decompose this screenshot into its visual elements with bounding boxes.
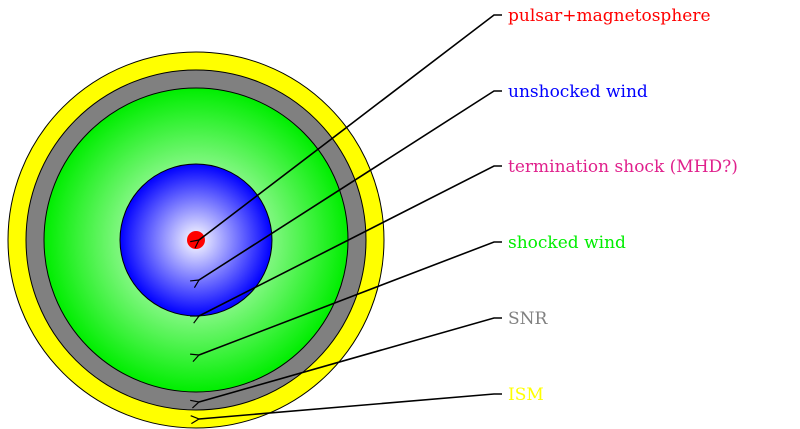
- shocked-wind-arrow: [199, 241, 502, 355]
- ism-arrow: [199, 393, 502, 419]
- snr-arrow: [199, 317, 502, 402]
- label-shocked-wind: shocked wind: [508, 233, 626, 253]
- label-unshocked-wind: unshocked wind: [508, 82, 648, 102]
- label-termination-shock: termination shock (MHD?): [508, 157, 738, 177]
- label-snr: SNR: [508, 309, 549, 329]
- unshocked-wind-arrow: [199, 90, 502, 280]
- pulsar-arrow: [199, 14, 502, 240]
- label-pulsar: pulsar+magnetosphere: [508, 6, 711, 26]
- label-ism: ISM: [508, 385, 544, 405]
- pulsar-dot: [187, 231, 205, 249]
- termination-shock-arrow: [199, 165, 502, 316]
